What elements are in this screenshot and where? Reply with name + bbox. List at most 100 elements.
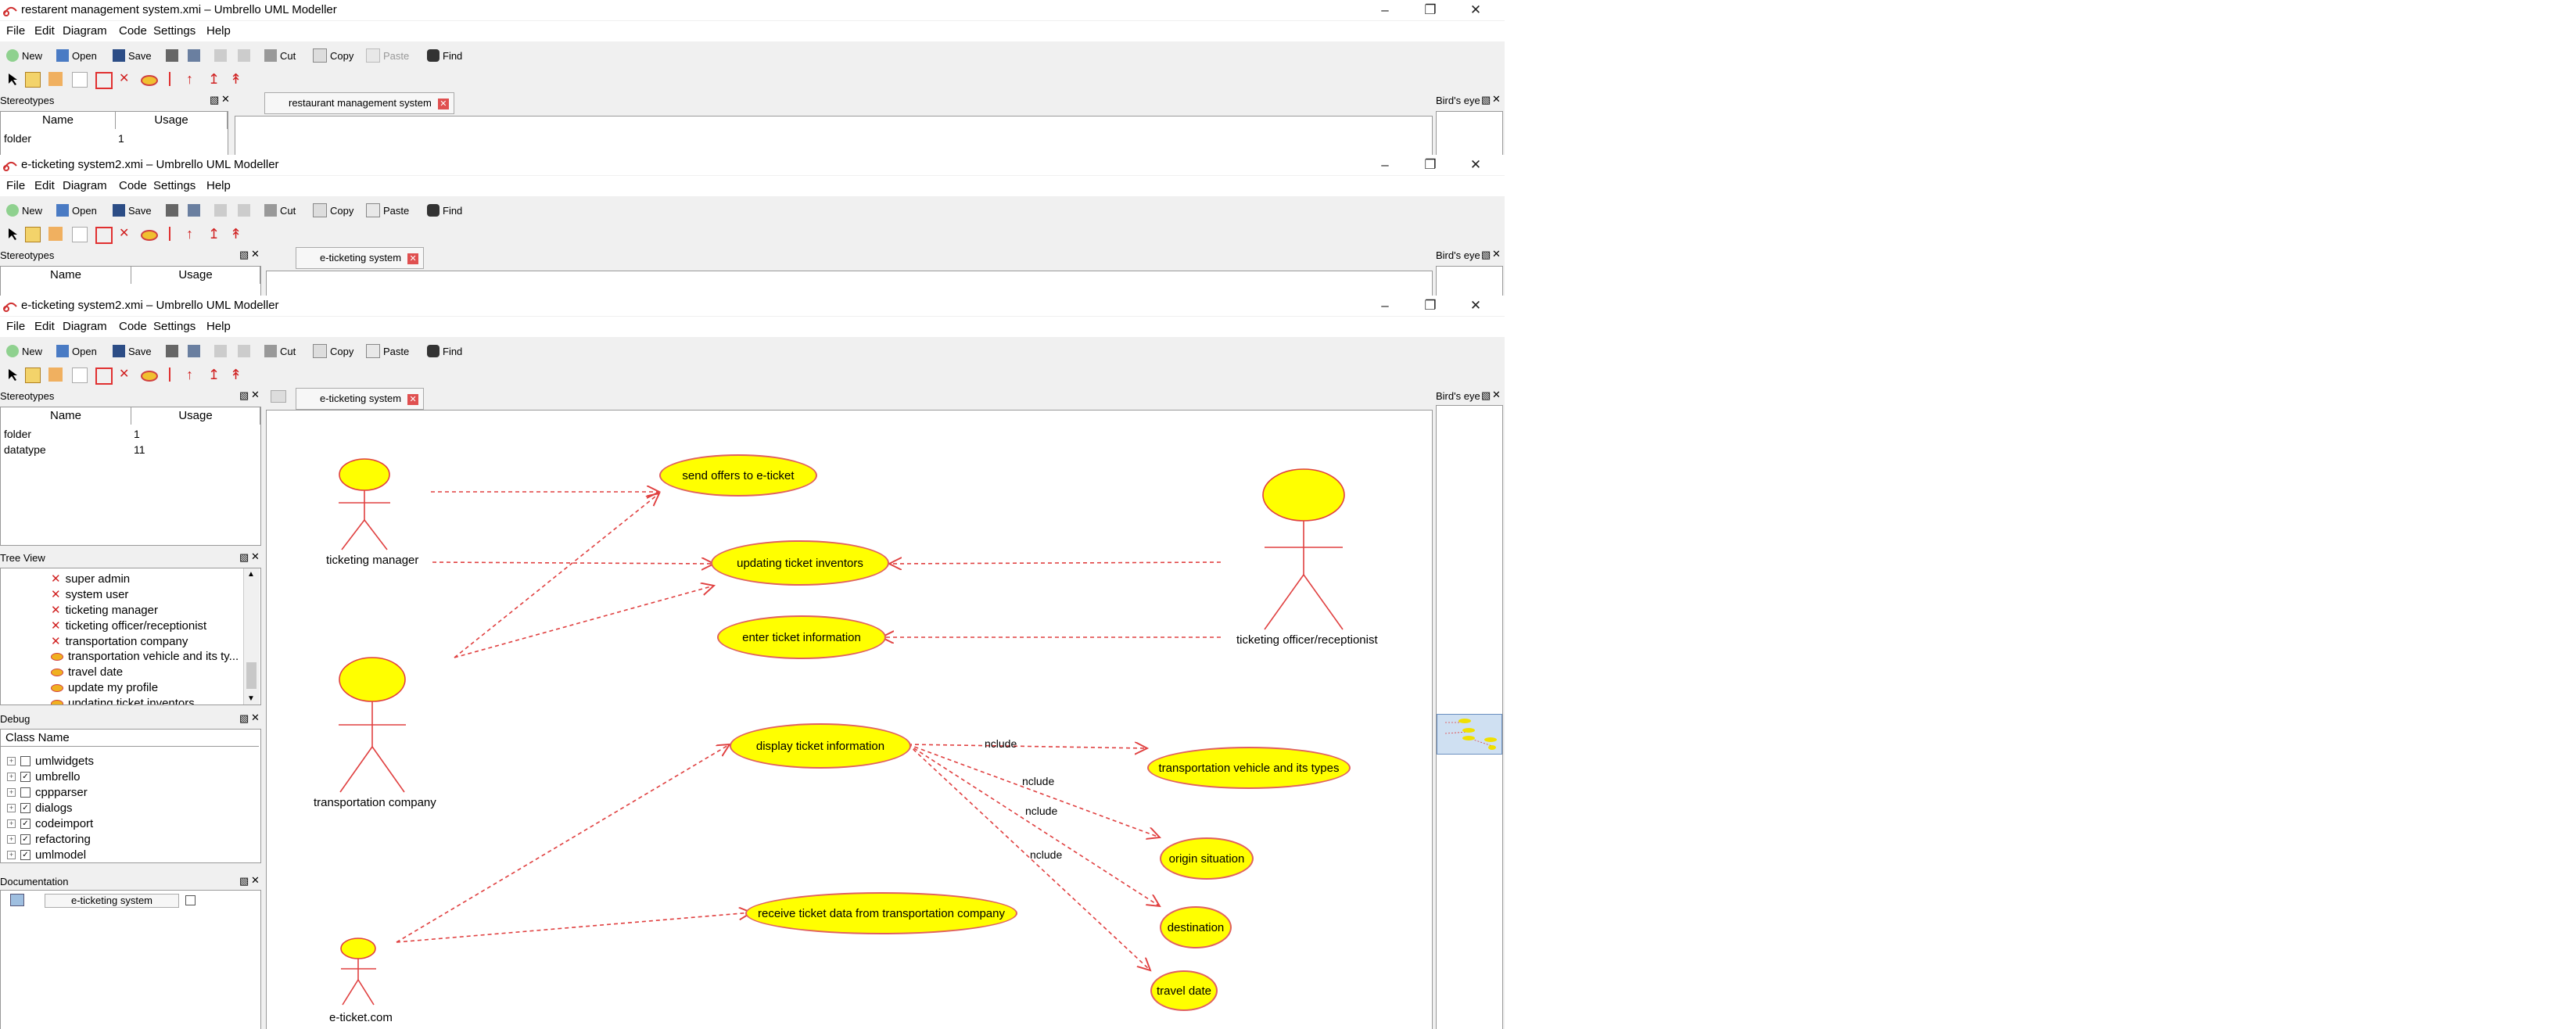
tree-item[interactable]: travel date	[51, 665, 123, 679]
select-arrow-icon[interactable]	[6, 72, 20, 86]
expand-icon[interactable]: +	[7, 788, 16, 797]
col-usage[interactable]: Usage	[131, 407, 260, 425]
minimize-button[interactable]: –	[1381, 2, 1389, 17]
include-line[interactable]	[907, 744, 1160, 906]
usecase-icon[interactable]	[141, 230, 158, 241]
undo-button[interactable]	[214, 48, 227, 63]
print-button[interactable]	[166, 343, 178, 359]
relation-line[interactable]	[396, 912, 752, 943]
restore-button[interactable]: ❐	[1424, 298, 1437, 313]
menu-diagram[interactable]: Diagram	[63, 179, 107, 192]
table-row[interactable]: folder	[4, 132, 32, 145]
checkbox[interactable]: ✓	[20, 834, 30, 844]
include-line[interactable]	[907, 744, 1147, 748]
scrollbar[interactable]: ▲ ▼	[243, 568, 260, 705]
menu-settings[interactable]: Settings	[153, 320, 196, 333]
box-icon[interactable]	[72, 72, 88, 88]
tree-item[interactable]: updating ticket inventors	[51, 697, 195, 705]
col-usage[interactable]: Usage	[131, 267, 260, 284]
undo-button[interactable]	[214, 343, 227, 359]
redo-button[interactable]	[238, 203, 250, 218]
box-icon[interactable]	[72, 227, 88, 242]
relation-line[interactable]	[432, 562, 714, 564]
paste-button[interactable]: Paste	[366, 48, 409, 63]
relation-line[interactable]	[454, 586, 714, 658]
actor-icon[interactable]: ✕	[119, 72, 130, 85]
close-button[interactable]: ✕	[1469, 2, 1482, 17]
birds-eye-view[interactable]	[1436, 405, 1503, 1029]
generalization-icon[interactable]: ↟	[230, 71, 242, 87]
tab-diagram[interactable]: e-ticketing system✕	[296, 247, 425, 269]
usecase-icon[interactable]	[141, 371, 158, 382]
usecase-transportation-vehicle[interactable]: transportation vehicle and its types	[1147, 747, 1351, 789]
find-button[interactable]: Find	[427, 343, 462, 359]
box-icon[interactable]	[72, 368, 88, 383]
select-arrow-icon[interactable]	[6, 368, 20, 382]
tab-menu-icon[interactable]	[271, 390, 286, 403]
open-button[interactable]: Open	[56, 203, 97, 218]
print-button[interactable]	[166, 48, 178, 63]
cut-button[interactable]: Cut	[264, 203, 296, 218]
expand-icon[interactable]: +	[7, 804, 16, 812]
cut-button[interactable]: Cut	[264, 48, 296, 63]
menu-code[interactable]: Code	[119, 320, 147, 333]
menu-file[interactable]: File	[6, 179, 26, 192]
debug-row[interactable]: +cppparser	[7, 786, 88, 799]
tab-diagram[interactable]: e-ticketing system✕	[296, 388, 425, 410]
close-button[interactable]: ✕	[1469, 298, 1482, 313]
checkbox[interactable]	[20, 756, 30, 766]
undo-button[interactable]	[214, 203, 227, 218]
col-name[interactable]: Name	[1, 112, 116, 129]
birds-eye-view[interactable]	[1436, 266, 1503, 296]
new-button[interactable]: New	[6, 48, 42, 63]
col-usage[interactable]: Usage	[116, 112, 228, 129]
close-panel-icon[interactable]: ✕	[1492, 93, 1501, 105]
close-tab-icon[interactable]: ✕	[437, 99, 449, 109]
generalization-icon[interactable]: ↟	[230, 226, 242, 242]
dependency-icon[interactable]: ↥	[208, 71, 221, 87]
rectangle-icon[interactable]	[95, 72, 113, 89]
documentation-name-field[interactable]: e-ticketing system	[45, 894, 179, 908]
copy-button[interactable]: Copy	[313, 48, 353, 63]
tree-item[interactable]: ✕transportation company	[51, 634, 188, 649]
relation-line[interactable]	[889, 562, 1222, 564]
actor-eticket-figure[interactable]	[340, 938, 376, 1006]
new-button[interactable]: New	[6, 343, 42, 359]
close-button[interactable]: ✕	[1469, 157, 1482, 172]
usecase-travel-date[interactable]: travel date	[1150, 970, 1218, 1011]
menu-diagram[interactable]: Diagram	[63, 24, 107, 38]
expand-icon[interactable]: +	[7, 851, 16, 859]
usecase-receive-ticket-data[interactable]: receive ticket data from transportation …	[745, 892, 1017, 934]
col-class-name[interactable]: Class Name	[1, 730, 259, 747]
actor-icon[interactable]: ✕	[119, 368, 130, 381]
restore-button[interactable]: ❐	[1424, 157, 1437, 172]
close-panel-icon[interactable]: ✕	[251, 248, 260, 260]
open-button[interactable]: Open	[56, 48, 97, 63]
col-name[interactable]: Name	[1, 407, 131, 425]
float-icon[interactable]: ▧	[239, 389, 249, 401]
print-preview-button[interactable]	[188, 48, 200, 63]
close-tab-icon[interactable]: ✕	[407, 394, 419, 405]
col-name[interactable]: Name	[1, 267, 131, 284]
restore-button[interactable]: ❐	[1424, 2, 1437, 17]
rectangle-icon[interactable]	[95, 227, 113, 244]
float-icon[interactable]: ▧	[210, 94, 220, 106]
debug-row[interactable]: +✓umlmodel	[7, 848, 86, 862]
menu-edit[interactable]: Edit	[34, 24, 55, 38]
tree-item[interactable]: ✕ticketing officer/receptionist	[51, 618, 207, 633]
checkbox[interactable]: ✓	[20, 819, 30, 829]
close-panel-icon[interactable]: ✕	[251, 874, 260, 886]
paste-button[interactable]: Paste	[366, 343, 409, 359]
diagram-canvas[interactable]	[266, 271, 1433, 296]
actor-ticketing-officer-figure[interactable]	[1262, 468, 1345, 630]
scroll-down-icon[interactable]: ▼	[247, 694, 255, 703]
anchor-icon[interactable]	[25, 72, 41, 88]
generalization-icon[interactable]: ↟	[230, 367, 242, 382]
menu-file[interactable]: File	[6, 320, 26, 333]
usecase-origin-situation[interactable]: origin situation	[1160, 837, 1254, 880]
checkbox[interactable]	[20, 787, 30, 798]
diagram-canvas[interactable]	[235, 116, 1433, 155]
debug-row[interactable]: +✓umbrello	[7, 770, 81, 783]
actor-icon[interactable]: ✕	[119, 227, 130, 240]
menu-help[interactable]: Help	[206, 320, 231, 333]
